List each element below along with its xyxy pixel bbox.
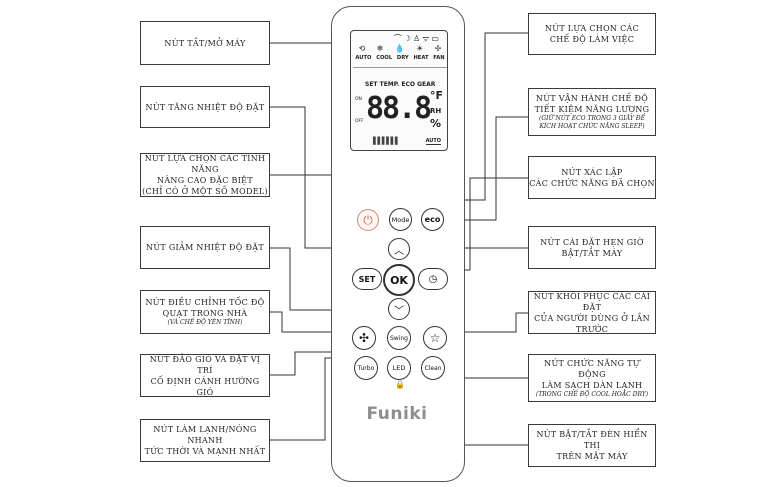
set-button-label: SET bbox=[358, 274, 376, 284]
temp-up-button[interactable]: ︿ bbox=[388, 238, 410, 260]
label-confirm-button: NÚT XÁC LẬP CÁC CHỨC NĂNG ĐÃ CHỌN bbox=[528, 156, 656, 199]
clock-icon: ◷ bbox=[428, 273, 438, 285]
brand-logo: Funiki bbox=[366, 404, 428, 424]
ok-button[interactable]: OK bbox=[383, 264, 415, 296]
heat-mode-icon: ☀ bbox=[416, 44, 424, 53]
label-text: NÚT LỰA CHỌN CÁC bbox=[544, 24, 639, 33]
set-button[interactable]: SET bbox=[352, 268, 382, 290]
turbo-button[interactable]: Turbo bbox=[354, 356, 378, 380]
mode-button-label: Mode bbox=[391, 215, 410, 224]
ok-button-label: OK bbox=[390, 273, 408, 287]
mode-button[interactable]: Mode bbox=[389, 208, 412, 231]
label-text: NÚT TẮT/MỞ MÁY bbox=[164, 38, 246, 48]
label-note: (GIỮ NÚT ECO TRONG 3 GIÂY ĐỂ KÍCH HOẠT C… bbox=[539, 115, 645, 130]
lcd-off-label: OFF bbox=[355, 119, 364, 124]
label-text: NÂNG CAO ĐẶC BIỆT bbox=[157, 176, 253, 185]
label-favorite-button: NÚT KHÔI PHỤC CÁC CÀI ĐẶT CỦA NGƯỜI DÙNG… bbox=[528, 291, 656, 334]
label-text: NÚT KHÔI PHỤC CÁC CÀI ĐẶT bbox=[533, 291, 651, 312]
chevron-up-icon: ︿ bbox=[394, 245, 404, 257]
led-button-label: LED bbox=[392, 364, 406, 372]
label-text: NÚT LỰA CHỌN CÁC TÍNH NĂNG bbox=[144, 154, 266, 174]
timer-button[interactable]: ◷ bbox=[418, 268, 448, 290]
label-note: (TRONG CHẾ ĐỘ COOL HOẶC DRY) bbox=[535, 390, 649, 398]
label-power-button: NÚT TẮT/MỞ MÁY bbox=[140, 21, 270, 65]
temp-down-button[interactable]: ﹀ bbox=[388, 298, 410, 320]
label-text: NÚT TĂNG NHIỆT ĐỘ ĐẶT bbox=[145, 102, 265, 112]
label-timer-button: NÚT CÀI ĐẶT HẸN GIỜ BẬT/TẮT MÁY bbox=[528, 226, 656, 269]
label-text: NÚT CÀI ĐẶT HẸN GIỜ bbox=[540, 237, 644, 247]
clean-button-label: Clean bbox=[424, 364, 442, 372]
power-button[interactable]: ⏻ bbox=[357, 209, 379, 231]
label-text: NÚT CHỨC NĂNG TỰ ĐỘNG bbox=[544, 358, 640, 379]
lcd-mode-heat: HEAT bbox=[413, 55, 429, 61]
turbo-button-label: Turbo bbox=[357, 364, 375, 372]
fan-speed-button[interactable]: ✣ bbox=[352, 326, 376, 350]
power-icon: ⏻ bbox=[363, 212, 373, 227]
lcd-unit-percent: % bbox=[430, 117, 442, 130]
clean-button[interactable]: Clean bbox=[421, 356, 445, 380]
lcd-mode-auto: AUTO bbox=[355, 55, 372, 61]
label-text: CÁC CHỨC NĂNG ĐÃ CHỌN bbox=[529, 178, 655, 188]
lcd-mode-cool: COOL bbox=[376, 55, 393, 61]
favorite-button[interactable]: ☆ bbox=[423, 326, 447, 350]
lcd-fan-bars: ▌▌▌▌▌▌ bbox=[373, 137, 400, 145]
eco-button-label: eco bbox=[424, 215, 441, 224]
label-text: NÚT BẬT/TẮT ĐÈN HIỂN THỊ bbox=[536, 430, 648, 450]
lcd-on-label: ON bbox=[355, 97, 362, 102]
label-mode-button: NÚT LỰA CHỌN CÁC CHẾ ĐỘ LÀM VIỆC bbox=[528, 13, 656, 55]
label-note: (CHỈ CÓ Ở MỘT SỐ MODEL) bbox=[142, 187, 268, 196]
cool-mode-icon: ❄ bbox=[376, 44, 384, 53]
lcd-unit-fahrenheit: °F bbox=[430, 89, 444, 102]
label-temp-up-button: NÚT TĂNG NHIỆT ĐỘ ĐẶT bbox=[140, 86, 270, 128]
label-fan-speed-button: NÚT ĐIỀU CHỈNH TỐC ĐỘ QUẠT TRONG NHÀ (VÀ… bbox=[140, 290, 270, 334]
label-swing-button: NÚT ĐẢO GIÓ VÀ ĐẶT VỊ TRÍ CỐ ĐỊNH CÁNH H… bbox=[140, 354, 270, 397]
lcd-mode-fan: FAN bbox=[433, 55, 445, 61]
dry-mode-icon: 💧 bbox=[394, 44, 405, 53]
fan-icon: ✣ bbox=[358, 331, 370, 345]
label-turbo-button: NÚT LÀM LẠNH/NÓNG NHANH TỨC THỜI VÀ MẠNH… bbox=[140, 419, 270, 462]
label-eco-button: NÚT VẬN HÀNH CHẾ ĐỘ TIẾT KIỆM NĂNG LƯỢNG… bbox=[528, 88, 656, 136]
lcd-temperature-digits: 88.8 bbox=[366, 91, 432, 126]
label-text: NÚT LÀM LẠNH/NÓNG NHANH bbox=[153, 425, 257, 445]
label-text: NÚT XÁC LẬP bbox=[561, 167, 623, 177]
lcd-mode-dry: DRY bbox=[396, 55, 409, 61]
lcd-mode-labels: AUTO COOL DRY HEAT FAN bbox=[353, 55, 447, 61]
lcd-unit-rh: RH bbox=[430, 107, 442, 115]
auto-mode-icon: ⟲ bbox=[358, 44, 366, 53]
label-text: BẬT/TẮT MÁY bbox=[561, 248, 623, 258]
label-text: CỦA NGƯỜI DÙNG Ở LẦN TRƯỚC bbox=[534, 313, 650, 334]
eco-button[interactable]: eco bbox=[421, 208, 444, 231]
label-text: NÚT VẬN HÀNH CHẾ ĐỘ bbox=[535, 94, 649, 103]
label-text: NÚT GIẢM NHIỆT ĐỘ ĐẶT bbox=[146, 243, 264, 252]
lock-icon: 🔒 bbox=[395, 380, 405, 389]
label-led-button: NÚT BẬT/TẮT ĐÈN HIỂN THỊ TRÊN MẶT MÁY bbox=[528, 424, 656, 467]
label-temp-down-button: NÚT GIẢM NHIỆT ĐỘ ĐẶT bbox=[140, 226, 270, 269]
lcd-set-temp-line: SET TEMP. ECO GEAR bbox=[365, 81, 436, 88]
lcd-status-icons: ⌒☽♙ᯤ▭ bbox=[393, 34, 441, 43]
label-text: LÀM SẠCH DÀN LẠNH bbox=[541, 380, 643, 390]
lcd-divider bbox=[353, 67, 447, 68]
label-text: CỐ ĐỊNH CÁNH HƯỚNG GIÓ bbox=[150, 376, 260, 397]
label-text: TỨC THỜI VÀ MẠNH NHẤT bbox=[144, 447, 266, 456]
lcd-mode-icons: ⟲ ❄ 💧 ☀ ✢ bbox=[353, 44, 447, 53]
label-text: TIẾT KIỆM NĂNG LƯỢNG bbox=[534, 105, 650, 114]
label-advanced-features-button: NÚT LỰA CHỌN CÁC TÍNH NĂNG NÂNG CAO ĐẶC … bbox=[140, 153, 270, 197]
label-text: CHẾ ĐỘ LÀM VIỆC bbox=[549, 35, 635, 44]
lcd-display: ⌒☽♙ᯤ▭ ⟲ ❄ 💧 ☀ ✢ AUTO COOL DRY HEAT FAN S… bbox=[350, 30, 448, 151]
label-clean-button: NÚT CHỨC NĂNG TỰ ĐỘNG LÀM SẠCH DÀN LẠNH … bbox=[528, 354, 656, 402]
lcd-auto-label: AUTO bbox=[425, 138, 441, 145]
swing-button-label: Swing bbox=[390, 334, 408, 342]
fan-mode-icon: ✢ bbox=[434, 44, 442, 53]
label-text: NÚT ĐIỀU CHỈNH TỐC ĐỘ bbox=[145, 298, 265, 307]
led-button[interactable]: LED bbox=[387, 356, 411, 380]
label-text: NÚT ĐẢO GIÓ VÀ ĐẶT VỊ TRÍ bbox=[149, 354, 261, 375]
star-icon: ☆ bbox=[429, 331, 441, 345]
swing-button[interactable]: Swing bbox=[387, 326, 411, 350]
label-note: (VÀ CHẾ ĐỘ YÊN TĨNH) bbox=[167, 319, 243, 326]
chevron-down-icon: ﹀ bbox=[394, 305, 404, 317]
label-text: QUẠT TRONG NHÀ bbox=[162, 309, 248, 318]
label-text: TRÊN MẶT MÁY bbox=[556, 452, 628, 461]
